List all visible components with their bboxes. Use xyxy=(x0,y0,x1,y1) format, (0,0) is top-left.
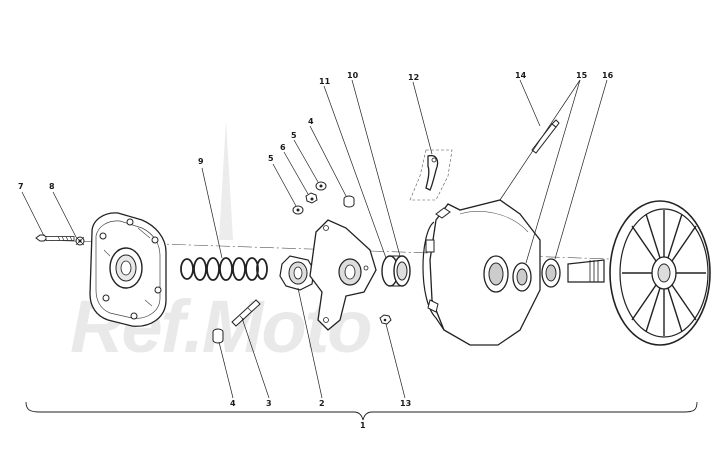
callout-2: 2 xyxy=(319,399,325,408)
callout-10: 10 xyxy=(347,71,359,80)
part-spring xyxy=(180,257,268,281)
part-pin xyxy=(231,299,261,327)
callout-12: 12 xyxy=(408,73,419,82)
part-pivot-pin xyxy=(531,119,560,154)
part-collar xyxy=(381,255,411,287)
part-washer-small xyxy=(292,205,304,215)
callout-labels: 7 8 9 5 6 5 4 11 10 12 14 15 16 4 3 2 13… xyxy=(18,71,614,430)
callout-11: 11 xyxy=(319,77,331,86)
part-fixed-bushing xyxy=(541,258,561,288)
part-button xyxy=(343,195,355,208)
callout-1: 1 xyxy=(360,421,366,430)
callout-3: 3 xyxy=(266,399,272,408)
callout-16: 16 xyxy=(602,71,614,80)
callout-8: 8 xyxy=(49,182,55,191)
callout-6: 6 xyxy=(280,143,286,152)
part-fixed-sheave xyxy=(567,200,711,346)
sheave-spokes xyxy=(622,210,706,336)
callout-7: 7 xyxy=(18,182,24,191)
part-washer-small-2 xyxy=(315,181,327,191)
part-star-washer xyxy=(75,236,85,246)
callout-15: 15 xyxy=(576,71,588,80)
callout-4b: 4 xyxy=(230,399,236,408)
part-moveable-sheave xyxy=(422,199,541,346)
part-bolt xyxy=(35,234,75,242)
callout-9: 9 xyxy=(198,157,204,166)
part-ramp xyxy=(409,149,453,201)
callout-5b: 5 xyxy=(291,131,297,140)
part-nut xyxy=(379,314,392,325)
part-spider xyxy=(309,219,377,331)
callout-4a: 4 xyxy=(308,117,314,126)
callout-14: 14 xyxy=(515,71,527,80)
part-bushing xyxy=(212,328,224,344)
assembly-brace xyxy=(25,401,698,421)
part-cover-plate xyxy=(89,212,167,327)
part-nut-small xyxy=(305,192,318,204)
part-sheave-bushing xyxy=(512,262,532,292)
leader-lines xyxy=(21,79,608,399)
callout-5a: 5 xyxy=(268,154,274,163)
callout-13: 13 xyxy=(400,399,411,408)
part-hub-nut xyxy=(279,255,315,291)
